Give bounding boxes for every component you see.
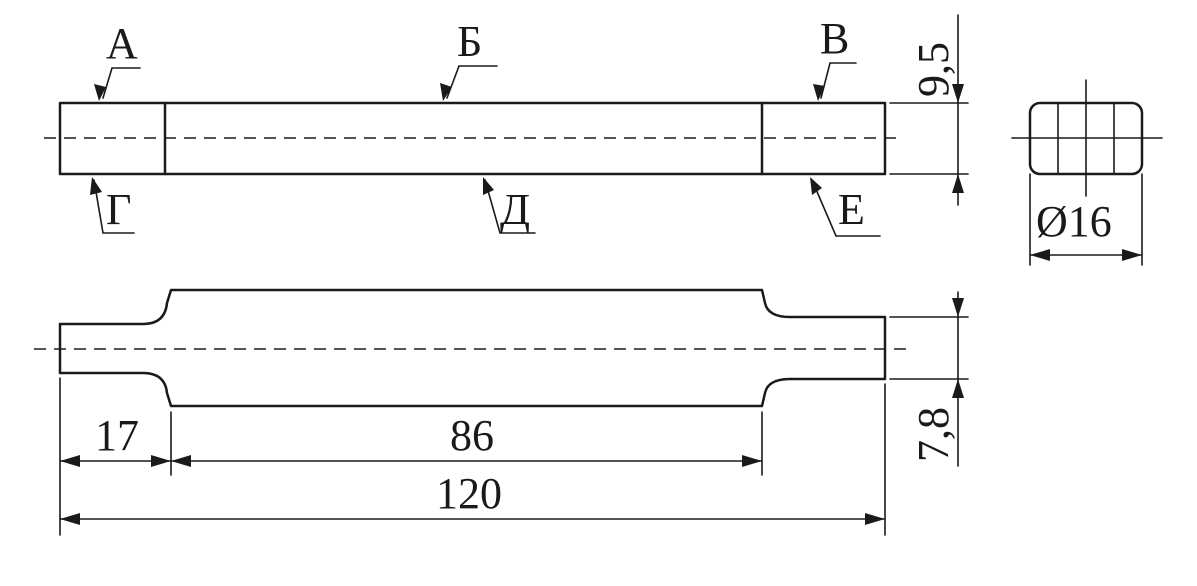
dimension-total-length: 120 (59, 469, 886, 525)
label-v: В (820, 14, 849, 63)
dimension-total-length-text: 120 (436, 469, 502, 518)
side-view-outline (58, 288, 887, 408)
dimension-grip-length-text: 17 (95, 411, 139, 460)
length-extension-lines (59, 377, 886, 536)
leader-b: Б (440, 17, 498, 101)
side-view (34, 288, 910, 408)
dimension-gauge-length: 86 (170, 411, 763, 467)
label-a: А (106, 19, 138, 68)
label-d: Д (500, 185, 530, 234)
dimension-bottom-height-text: 7,8 (909, 407, 958, 462)
label-b: Б (457, 17, 482, 66)
leader-a: А (94, 19, 141, 101)
label-e: Е (838, 185, 865, 234)
dimension-diameter-text: Ø16 (1036, 197, 1112, 246)
leader-v: В (813, 14, 857, 101)
leader-g: Г (90, 177, 135, 234)
top-view (44, 101, 900, 176)
label-g: Г (106, 185, 131, 234)
dimension-top-height: 9,5 (889, 14, 969, 206)
dimension-gauge-length-text: 86 (450, 411, 494, 460)
leader-d: Д (483, 177, 536, 234)
leader-e: Е (810, 177, 881, 237)
dimension-top-height-text: 9,5 (909, 42, 958, 97)
cross-section: Ø16 (1011, 79, 1163, 266)
dimension-grip-length: 17 (59, 411, 172, 467)
dimension-bottom-height: 7,8 (889, 291, 969, 467)
